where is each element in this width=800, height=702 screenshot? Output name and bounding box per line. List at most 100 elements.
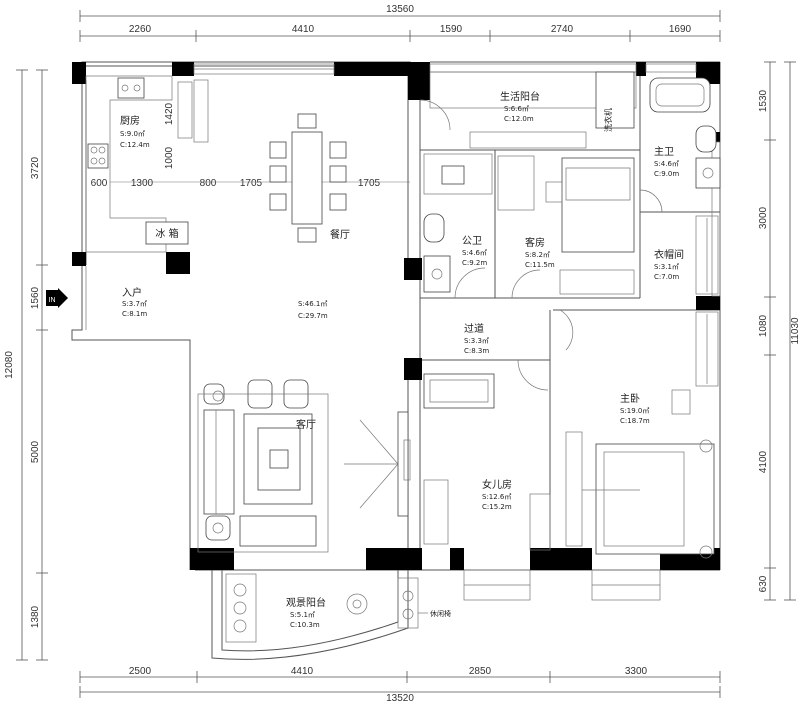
- daughter-shelf-icon: [423, 479, 449, 545]
- room-entry: 入户 S:3.7㎡ C:8.1m: [122, 286, 147, 318]
- dim-left-3: 5000: [30, 440, 41, 463]
- dim-left-total: 12080: [4, 351, 15, 379]
- dim-left-4: 1380: [30, 605, 41, 628]
- sink-icon: [117, 77, 145, 99]
- dim-right-2: 3000: [758, 206, 769, 229]
- dim-bottom-2: 4410: [291, 666, 314, 677]
- dim-dining-1: 1705: [240, 178, 263, 189]
- balcony-service-area: S:6.6㎡: [504, 105, 529, 113]
- closet-area: S:3.1㎡: [654, 263, 679, 271]
- main-perimeter: C:29.7m: [298, 312, 328, 320]
- dim-right-4: 4100: [758, 450, 769, 473]
- room-master: 主卧 S:19.0㎡ C:18.7m: [620, 392, 650, 425]
- master-toilet-icon: [695, 125, 717, 153]
- closet-perimeter: C:7.0m: [654, 273, 679, 281]
- kitchen-name: 厨房: [120, 114, 140, 127]
- leisure-chair-icon: [397, 577, 419, 629]
- scenic-balcony: [211, 570, 419, 660]
- master-perimeter: C:18.7m: [620, 417, 650, 425]
- master-bed-icon: [595, 443, 715, 555]
- dim-kitchen-3: 600: [91, 178, 108, 189]
- room-service-balcony: 生活阳台 S:6.6㎡ C:12.0m: [500, 90, 540, 123]
- shower-icon: [423, 153, 493, 195]
- guest-cabinet-icon: [559, 269, 635, 295]
- dim-left-2: 1560: [30, 286, 41, 309]
- bath-public-area: S:4.6㎡: [462, 249, 487, 257]
- balcony-door: [419, 99, 451, 131]
- flower-icon: [269, 449, 289, 469]
- dim-right-3: 1080: [758, 314, 769, 337]
- room-hall: 过道 S:3.3㎡ C:8.3m: [464, 322, 489, 355]
- guest-perimeter: C:11.5m: [525, 261, 555, 269]
- fridge-icon: [145, 221, 189, 245]
- master-door: [559, 309, 574, 351]
- daughter-name: 女儿房: [482, 478, 512, 491]
- bath-master-name: 主卫: [654, 146, 674, 158]
- guest-name: 客房: [525, 236, 545, 249]
- sofa-set-icon: [197, 379, 329, 553]
- balcony-service-name: 生活阳台: [500, 90, 540, 103]
- room-scenic-balcony: 观景阳台 S:5.1㎡ C:10.3m: [286, 596, 326, 629]
- daughter-bed-icon: [423, 373, 495, 409]
- room-kitchen: 厨房 S:9.0㎡ C:12.4m: [120, 114, 150, 149]
- dim-bottom-4: 3300: [625, 666, 648, 677]
- closet-rack-icon: [695, 215, 719, 295]
- room-closet: 衣帽间 S:3.1㎡ C:7.0m: [654, 248, 684, 281]
- daughter-room: [423, 373, 551, 551]
- dim-right-5: 630: [758, 575, 769, 592]
- dim-bottom-3: 2850: [469, 666, 492, 677]
- guest-room: [497, 155, 635, 299]
- bath-public-name: 公卫: [462, 236, 482, 247]
- basin-icon: [423, 255, 451, 293]
- dim-bottom-1: 2500: [129, 666, 152, 677]
- dim-bottom-total: 13520: [386, 693, 414, 702]
- entry-perimeter: C:8.1m: [122, 310, 147, 318]
- dim-top-4: 2740: [551, 24, 574, 35]
- leisure-chair-label: 休闲椅: [430, 609, 451, 618]
- balcony-service-perimeter: C:12.0m: [504, 115, 534, 123]
- room-daughter: 女儿房 S:12.6㎡ C:15.2m: [482, 478, 512, 511]
- master-bedroom: [565, 311, 719, 559]
- dim-right-1: 1530: [758, 89, 769, 112]
- stove-icon: [87, 143, 109, 169]
- dim-right-total: 11030: [790, 317, 800, 345]
- room-public-bath: 公卫 S:4.6㎡ C:9.2m: [462, 236, 487, 267]
- kitchen-area: S:9.0㎡: [120, 130, 145, 138]
- master-bath: [639, 77, 721, 213]
- closet: [695, 215, 719, 295]
- tv-cabinet-icon: [344, 411, 411, 517]
- bath-master-area: S:4.6㎡: [654, 160, 679, 168]
- hall-name: 过道: [464, 322, 484, 335]
- guest-bed-icon: [561, 157, 635, 253]
- dining-table-icon: [269, 113, 347, 243]
- plant-shelf-icon: [225, 573, 257, 643]
- dim-kitchen-5: 800: [200, 178, 217, 189]
- kitchen-perimeter: C:12.4m: [120, 141, 150, 149]
- room-main-summary: S:46.1㎡ C:29.7m: [298, 300, 328, 320]
- fridge-label: 冰 箱: [155, 227, 178, 240]
- dim-kitchen-1: 1420: [164, 102, 175, 125]
- daughter-area: S:12.6㎡: [482, 493, 511, 501]
- hall-door: [517, 359, 549, 391]
- master-name: 主卧: [620, 392, 640, 405]
- dim-top-total: 13560: [386, 4, 414, 15]
- guest-area: S:8.2㎡: [525, 251, 550, 259]
- bath-public-perimeter: C:9.2m: [462, 259, 487, 267]
- daughter-perimeter: C:15.2m: [482, 503, 512, 511]
- toilet-icon: [423, 213, 445, 243]
- table-icon: [346, 593, 368, 615]
- balcony-view-area: S:5.1㎡: [290, 611, 315, 619]
- dim-kitchen-2: 1000: [164, 146, 175, 169]
- entry-area: S:3.7㎡: [122, 300, 147, 308]
- master-wardrobe-icon: [695, 311, 719, 387]
- balcony-view-perimeter: C:10.3m: [290, 621, 320, 629]
- entry-arrow-icon: IN: [46, 288, 68, 308]
- entry-marker-text: IN: [49, 297, 56, 304]
- main-area: S:46.1㎡: [298, 300, 327, 308]
- closet-name: 衣帽间: [654, 248, 684, 261]
- balcony-view-name: 观景阳台: [286, 596, 326, 609]
- guest-wardrobe-icon: [497, 155, 535, 211]
- room-guest: 客房 S:8.2㎡ C:11.5m: [525, 236, 555, 269]
- desk-icon: [671, 389, 691, 415]
- kitchen-area: 冰 箱: [85, 75, 209, 253]
